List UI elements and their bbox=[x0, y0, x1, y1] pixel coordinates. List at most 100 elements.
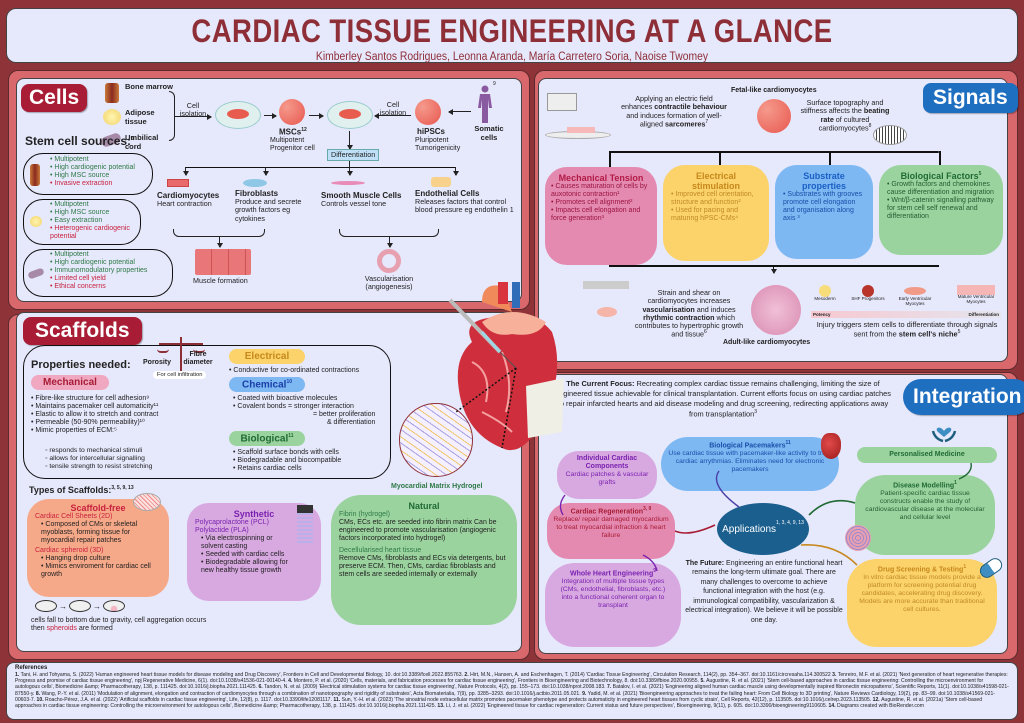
spheroid-caption: cells fall to bottom due to gravity, cel… bbox=[31, 617, 207, 633]
tree-branch bbox=[719, 151, 721, 169]
tissue-sample-icon bbox=[845, 525, 871, 551]
source-umbilical: Umbilical cord bbox=[125, 133, 159, 151]
bracket bbox=[173, 229, 265, 237]
muscle-formation-label: Muscle formation bbox=[193, 276, 248, 285]
reference-item: 2. Hirt, M.N., Hansen, A. and Eschenhage… bbox=[464, 672, 833, 679]
source-bone-marrow: Bone marrow bbox=[125, 82, 173, 91]
scaffold-free-card: Scaffold-free Cardiac Cell Sheets (2D) C… bbox=[27, 499, 169, 597]
cardiomyocyte-icon bbox=[167, 179, 189, 187]
properties-label: Properties needed: bbox=[31, 359, 131, 371]
surface-topography-note: Surface topography and stiffness affects… bbox=[800, 98, 890, 133]
fetal-label: Fetal-like cardiomyocytes bbox=[731, 87, 817, 94]
stem-cell-sources-label: Stem cell sources:5 bbox=[25, 134, 134, 148]
differentiation-label: Differentiation bbox=[327, 149, 380, 162]
fetal-cardiomyocyte-cluster bbox=[757, 99, 791, 133]
bone-marrow-icon bbox=[30, 164, 40, 186]
electrical-label: Electrical bbox=[229, 349, 305, 364]
arrow bbox=[262, 167, 269, 176]
poster-authors: Kimberley Santos Rodrigues, Leonna Arand… bbox=[315, 51, 709, 63]
disease-modelling-card: Disease Modelling1 Patient-specific card… bbox=[855, 475, 995, 555]
umbilical-cord-properties: Multipotent High cardiogenic potential I… bbox=[23, 249, 173, 297]
endothelial-cell-icon bbox=[431, 177, 451, 187]
heart-pacemaker-icon bbox=[821, 433, 841, 459]
porosity-label: Porosity bbox=[143, 359, 172, 366]
fibre-diameter-label: Fibre diameter bbox=[183, 351, 213, 367]
cell-isolation-label-right: Cell isolation bbox=[379, 100, 407, 118]
cells-badge: Cells bbox=[21, 84, 88, 112]
reference-item: 9. Yadid, M. et al. (2021) 'Bioengineeri… bbox=[15, 690, 995, 703]
personalised-medicine-card: Personalised Medicine bbox=[857, 447, 997, 463]
reference-item: 3. Tenreiro, M.F. et al. (2021) 'Next ge… bbox=[15, 672, 1008, 685]
somatic-person-icon bbox=[477, 85, 493, 123]
electrospinning-icon bbox=[297, 505, 313, 545]
cells-panel: Cells Bone marrow Adipose tissue Umbilic… bbox=[16, 78, 522, 302]
reference-item: 8. Wang, P.-Y. et al. (2011) 'Modulation… bbox=[35, 690, 583, 697]
adipose-tissue-icon bbox=[103, 109, 121, 125]
smooth-muscle-icon bbox=[331, 181, 365, 185]
individual-components-card: Individual Cardiac Components Cardiac pa… bbox=[557, 451, 657, 499]
integration-panel: Integration The Current Focus: Recreatin… bbox=[538, 374, 1024, 654]
drug-screening-card: Drug Screening & Testing1 In vitro cardi… bbox=[847, 559, 997, 647]
arrow bbox=[448, 108, 471, 115]
cell-infiltration-label: For cell infiltration bbox=[153, 371, 207, 380]
vessel-icon bbox=[377, 249, 401, 273]
reference-item: 4. Montero, P. et al. (2020) 'Cells, mat… bbox=[288, 678, 701, 685]
stage-mature-ventricular: Mature Ventricular Myocytes bbox=[953, 285, 999, 305]
properties-box bbox=[23, 345, 391, 479]
grooved-substrate-icon bbox=[873, 125, 907, 145]
whole-heart-card: Whole Heart Engineering9 Integration of … bbox=[545, 563, 681, 647]
reference-item: 5. Augustine, R. et al. (2021) 'Stem cel… bbox=[15, 678, 984, 691]
artery bbox=[498, 282, 508, 304]
somatic-ref: 9 bbox=[493, 81, 496, 87]
arrow bbox=[264, 112, 277, 119]
reference-item: 6. Tandon, N. et al. (2009) 'Electrical … bbox=[258, 684, 607, 691]
reference-item: 14. Diagrams created with BioRender.com bbox=[828, 702, 924, 709]
scaffolds-panel: Scaffolds Properties needed: Porosity Fi… bbox=[16, 312, 522, 652]
arrow-to-individual bbox=[559, 494, 566, 516]
signals-panel: Signals Applying an electric field enhan… bbox=[538, 78, 1018, 362]
stretched-tissue-icon bbox=[597, 307, 617, 317]
arrow bbox=[309, 112, 324, 119]
cardiac-patch bbox=[526, 378, 564, 438]
biological-factors-card: Biological Factors5 Growth factors and c… bbox=[879, 165, 1003, 255]
cells-in-dish bbox=[227, 109, 249, 119]
arrow bbox=[216, 237, 223, 248]
hanging-drop-diagram: →→ bbox=[35, 599, 133, 613]
vena-cava bbox=[512, 282, 520, 308]
arrow bbox=[374, 112, 411, 119]
tree-branch bbox=[609, 151, 611, 169]
stretcher-icon bbox=[583, 281, 629, 289]
adult-cardiomyocytes-label: Adult-like cardiomyocytes bbox=[723, 339, 811, 346]
arrow-to-disease-modelling bbox=[808, 499, 856, 516]
arrow-to-drug-screening bbox=[800, 544, 858, 566]
hipscs-cluster-icon bbox=[415, 99, 441, 125]
arrow-to-whole-heart bbox=[642, 554, 658, 572]
adult-cardiomyocytes-image bbox=[751, 285, 801, 335]
cell-isolation-label-left: Cell isolation bbox=[179, 101, 207, 119]
stage-shf-progenitors: SHF Progenitors bbox=[851, 285, 885, 302]
atrium bbox=[482, 312, 546, 335]
strain-note: Strain and shear on cardiomyocytes incre… bbox=[634, 288, 744, 339]
branch-line bbox=[185, 167, 455, 168]
mscs-cluster-icon bbox=[279, 99, 305, 125]
reference-item: 7. Batalov, I. et al. (2021) 'Engineerin… bbox=[15, 684, 1009, 697]
bone-marrow-icon bbox=[105, 83, 119, 103]
biological-label: Biological11 bbox=[229, 431, 305, 447]
integration-badge: Integration bbox=[903, 379, 1024, 415]
mscs-title: MSCs12 bbox=[279, 127, 307, 137]
heart-illustration bbox=[442, 282, 568, 462]
electrical-stimulator-icon bbox=[543, 87, 613, 143]
aorta bbox=[482, 285, 512, 312]
mechanical-tension-card: Mechanical Tension Causes maturation of … bbox=[545, 167, 657, 265]
cardiac-regeneration-card: Cardiac Regeneration3, 9 Replace/ repair… bbox=[547, 503, 675, 559]
somatic-title: Somatic cells bbox=[474, 124, 504, 142]
poster-title: CARDIAC TISSUE ENGINEERING AT A GLANCE bbox=[191, 13, 833, 49]
arrow bbox=[770, 265, 777, 274]
bracket bbox=[339, 229, 439, 237]
arrow-to-regeneration bbox=[674, 524, 716, 534]
